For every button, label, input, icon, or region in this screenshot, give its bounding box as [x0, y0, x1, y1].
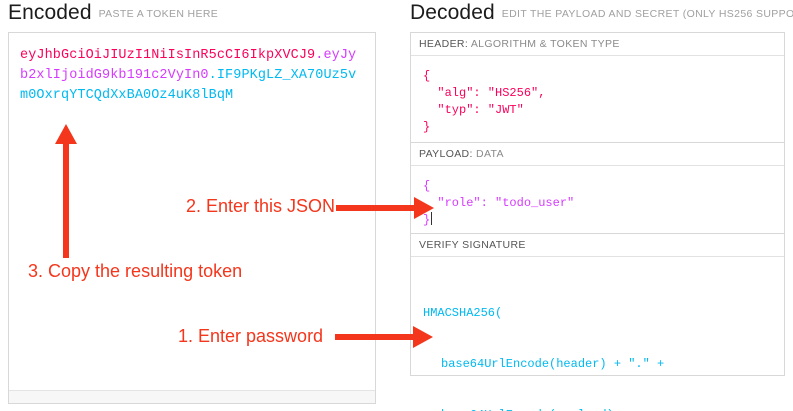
payload-line-1: { — [423, 179, 431, 193]
decoded-title: Decoded — [410, 1, 495, 24]
payload-box-label: PAYLOAD: DATA — [411, 143, 784, 166]
payload-label-key: PAYLOAD: — [419, 148, 473, 160]
arrow-shaft — [336, 205, 418, 211]
encoded-title: Encoded — [8, 1, 92, 24]
header-json-content[interactable]: { "alg": "HS256", "typ": "JWT" } — [423, 69, 546, 134]
signature-box: VERIFY SIGNATURE HMACSHA256( base64UrlEn… — [410, 234, 785, 411]
arrow-shaft — [63, 140, 69, 258]
encoded-panel-footer — [9, 390, 375, 403]
signature-line-3: base64UrlEncode(payload), — [423, 407, 774, 411]
token-signature-segment: IF9PKgLZ_XA70Uz5vm0OxrqYTCQdXxBA0Oz4uK8l… — [20, 68, 357, 103]
arrow-head-right-icon — [414, 197, 434, 219]
header-box-label: HEADER: ALGORITHM & TOKEN TYPE — [411, 33, 784, 56]
encoded-token-text[interactable]: eyJhbGciOiJIUzI1NiIsInR5cCI6IkpXVCJ9.eyJ… — [20, 46, 360, 106]
encoded-token-panel[interactable]: eyJhbGciOiJIUzI1NiIsInR5cCI6IkpXVCJ9.eyJ… — [8, 32, 376, 404]
encoded-heading: Encoded PASTE A TOKEN HERE — [8, 1, 218, 25]
payload-line-3: } — [423, 212, 433, 227]
payload-label-value: DATA — [472, 148, 504, 160]
payload-json-editor[interactable]: { "role": "todo_user"} — [411, 166, 784, 233]
signature-box-label: VERIFY SIGNATURE — [411, 234, 784, 257]
token-separator-2: . — [208, 68, 217, 83]
decoded-column: HEADER: ALGORITHM & TOKEN TYPE { "alg": … — [410, 32, 785, 411]
arrow-head-up-icon — [55, 124, 77, 144]
payload-box: PAYLOAD: DATA { "role": "todo_user"} — [410, 143, 785, 234]
header-box: HEADER: ALGORITHM & TOKEN TYPE { "alg": … — [410, 32, 785, 143]
signature-label-key: VERIFY SIGNATURE — [419, 239, 526, 251]
signature-formula: HMACSHA256( base64UrlEncode(header) + ".… — [411, 257, 784, 411]
header-label-value: ALGORITHM & TOKEN TYPE — [468, 38, 620, 50]
token-header-segment: eyJhbGciOiJIUzI1NiIsInR5cCI6IkpXVCJ9 — [20, 48, 316, 63]
annotation-1-text: 1. Enter password — [178, 326, 324, 346]
annotation-2-text: 2. Enter this JSON — [186, 196, 336, 216]
annotation-3-text: 3. Copy the resulting token — [28, 261, 243, 281]
payload-line-2: "role": "todo_user" — [423, 196, 575, 210]
annotation-2-arrow — [336, 197, 436, 219]
annotation-1-arrow — [335, 326, 435, 348]
signature-line-2: base64UrlEncode(header) + "." + — [441, 357, 665, 371]
encoded-subtitle: PASTE A TOKEN HERE — [98, 8, 219, 20]
decoded-heading: Decoded EDIT THE PAYLOAD AND SECRET (ONLY… — [410, 1, 793, 25]
annotation-3-arrow — [55, 124, 77, 258]
token-payload-segment: eyJyb2xlIjoidG9kb191c2VyIn0 — [20, 48, 357, 83]
signature-line-1: HMACSHA256( — [423, 306, 503, 320]
token-separator-1: . — [315, 48, 324, 63]
decoded-subtitle: EDIT THE PAYLOAD AND SECRET (ONLY HS256 … — [501, 8, 793, 20]
arrow-shaft — [335, 334, 417, 340]
arrow-head-right-icon — [413, 326, 433, 348]
header-label-key: HEADER: — [419, 38, 469, 50]
